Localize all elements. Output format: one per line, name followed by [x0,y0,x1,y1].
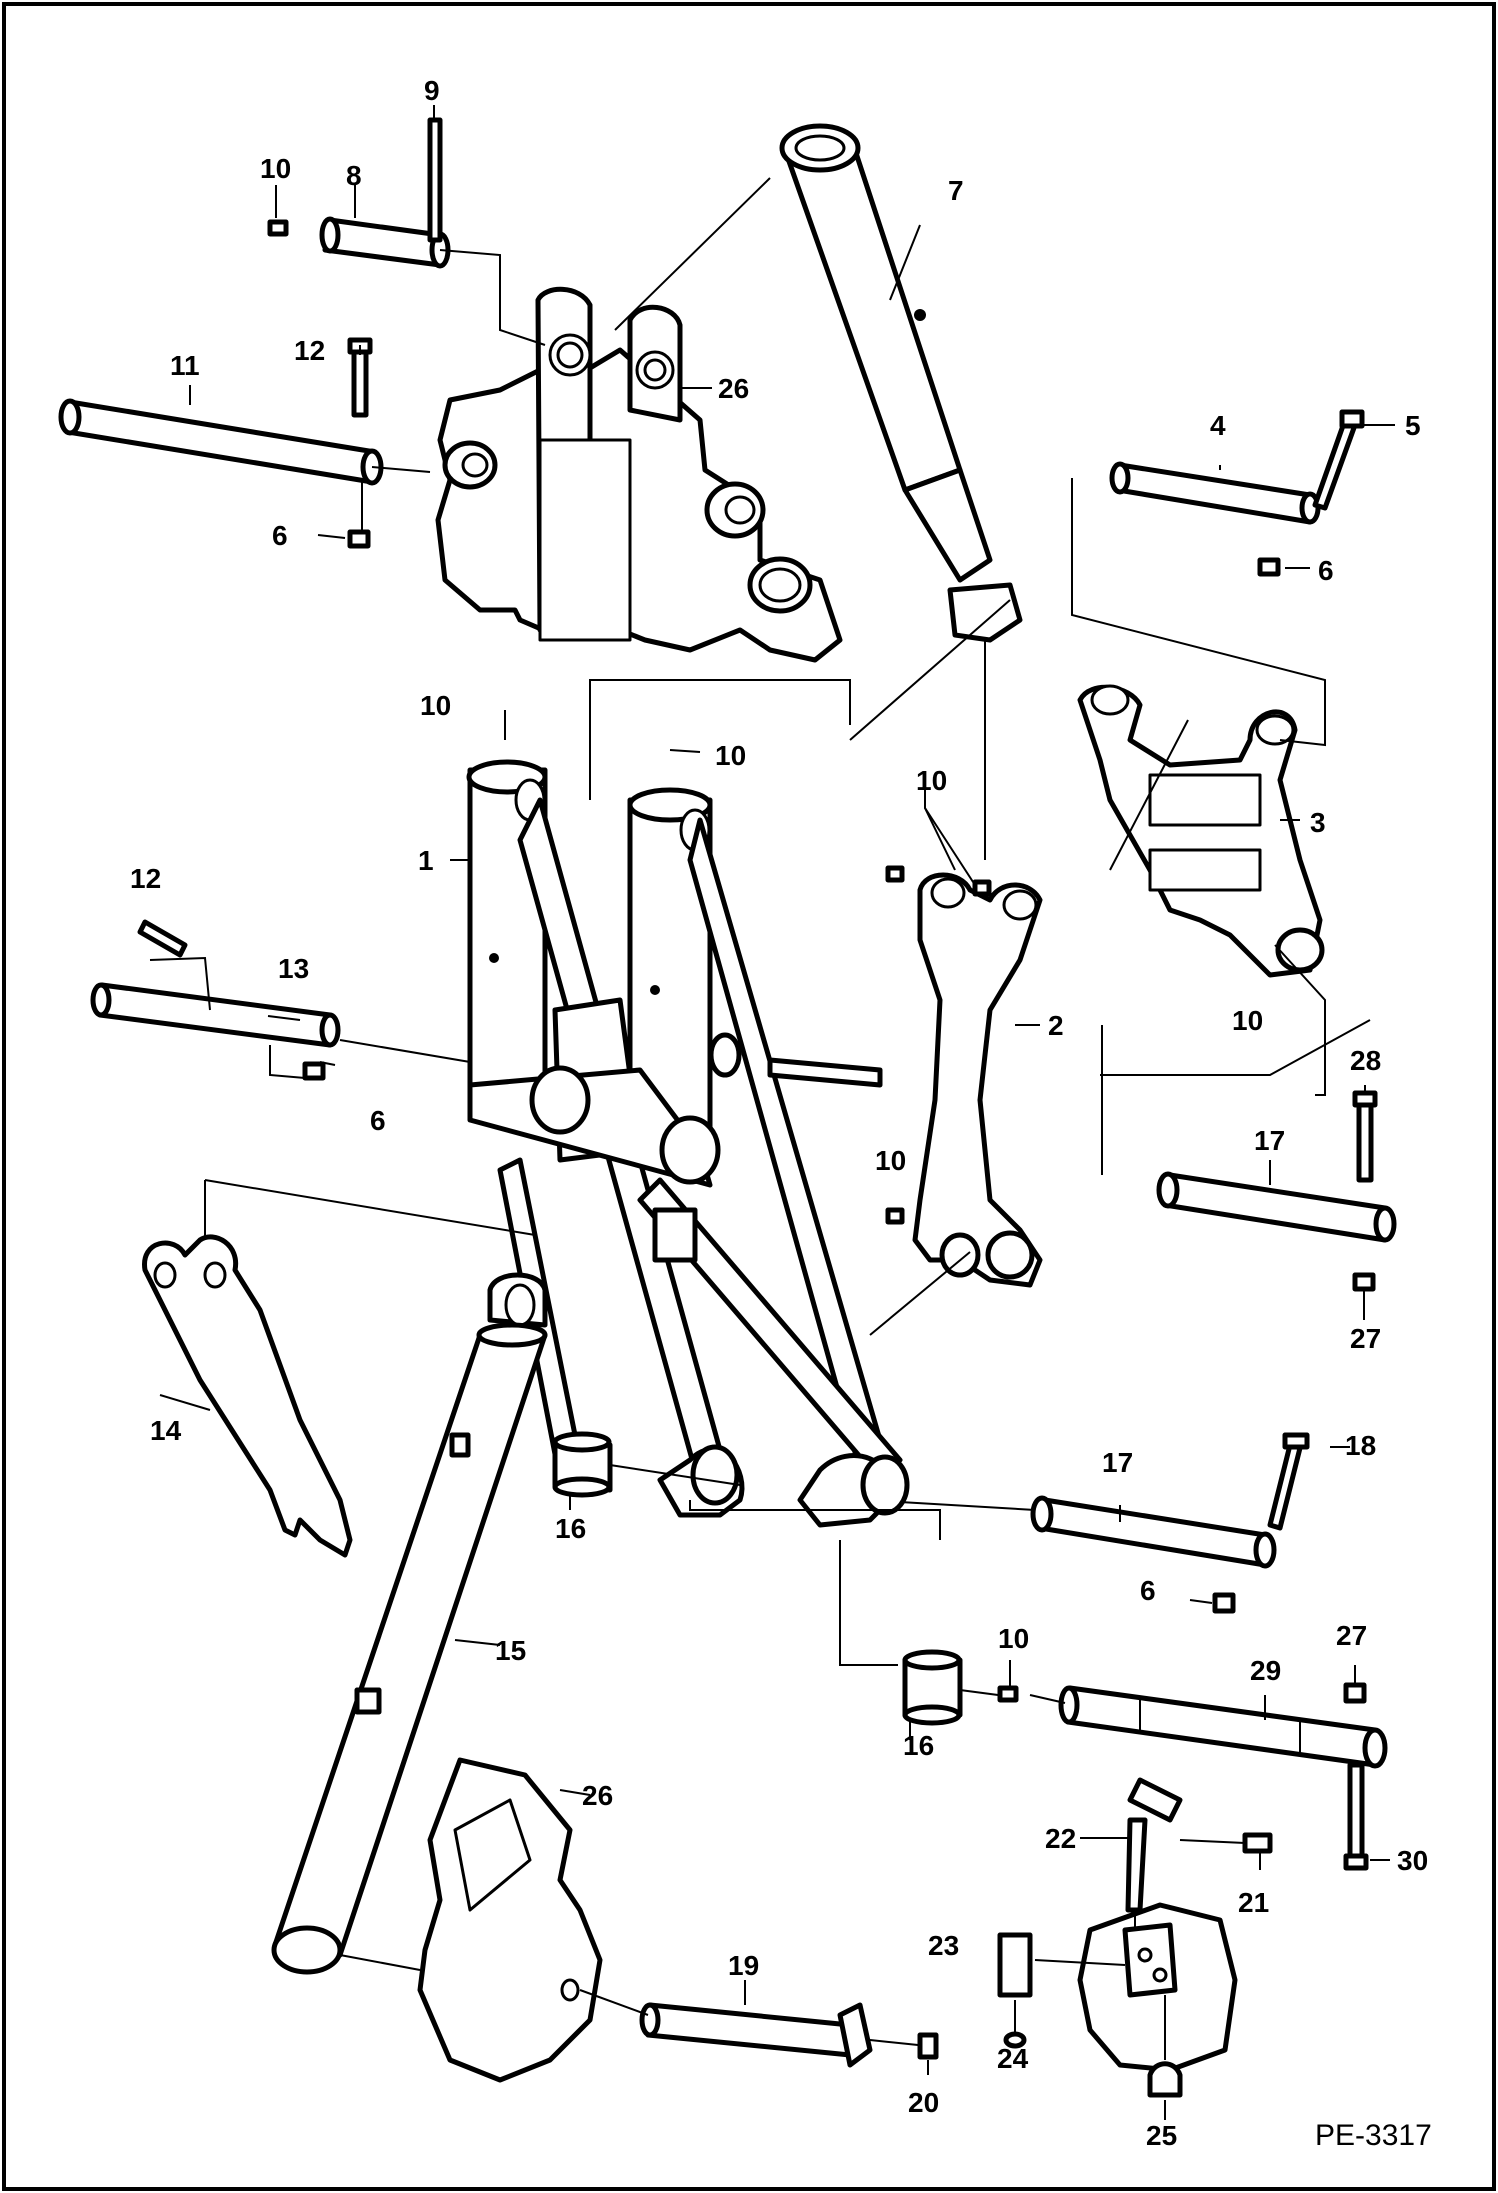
part-26-upper-mount-bracket [435,286,843,663]
callout-20: 20 [908,2087,939,2118]
callout-23: 23 [928,1930,959,1961]
part-16-bushing-b [902,1649,963,1726]
callout-25: 25 [1146,2120,1177,2151]
callout-27-a: 27 [1350,1323,1381,1354]
callout-10-g: 10 [998,1623,1029,1654]
part-27-nut-b [1343,1682,1367,1704]
callout-1: 1 [418,845,434,876]
callout-6-d: 6 [1140,1575,1156,1606]
part-22-latch-pin-handle [1127,1777,1183,1823]
part-5-bolt-head [1339,409,1365,429]
callout-9: 9 [424,75,440,106]
part-1-swing-frame [466,759,910,1528]
callout-16-b: 16 [903,1730,934,1761]
part-20-bolt [917,2032,939,2060]
part-16-bushing-a [552,1431,613,1498]
part-19-pin [639,2002,873,2068]
part-3-link [1077,684,1325,978]
part-6-nut-b [1257,557,1281,577]
part-17-pin-a [1156,1171,1397,1243]
callout-27-b: 27 [1336,1620,1367,1651]
part-9-roll-pin [427,117,443,243]
callout-7: 7 [948,175,964,206]
callout-26-b: 26 [582,1780,613,1811]
part-2-connecting-link [885,865,1043,1288]
part-13-pin [90,982,341,1048]
part-18-bolt [1267,1442,1303,1531]
part-28-bolt [1356,1097,1374,1183]
callout-10-f: 10 [875,1145,906,1176]
part-27-nut-a [1352,1272,1376,1292]
callout-18: 18 [1345,1430,1376,1461]
callout-2: 2 [1048,1010,1064,1041]
callout-14: 14 [150,1415,182,1446]
callout-19: 19 [728,1950,759,1981]
part-10-grease-fitting-a [267,219,289,237]
part-18-bolt-head [1282,1432,1310,1450]
callout-8: 8 [346,160,362,191]
callout-13: 13 [278,953,309,984]
part-29-pin [1058,1685,1388,1769]
callout-12-a: 12 [294,335,325,366]
callout-10-a: 10 [260,153,291,184]
callout-22: 22 [1045,1823,1076,1854]
callout-5: 5 [1405,410,1421,441]
part-26-lower-bracket [417,1757,603,2083]
part-6-nut-d [1212,1592,1236,1614]
callout-12-b: 12 [130,863,161,894]
part-latch-mount-plate [1077,1902,1238,2073]
leader-lines [149,105,1395,2120]
part-4-pin [1109,461,1321,525]
part-23-spring [997,1932,1033,1998]
callout-6-c: 6 [370,1105,386,1136]
callout-6-a: 6 [272,520,288,551]
part-30-bolt [1347,1762,1365,1863]
part-17-pin-b [1030,1495,1277,1569]
callout-17-a: 17 [1254,1125,1285,1156]
callout-10-d: 10 [916,765,947,796]
callout-26-a: 26 [718,373,749,404]
reference-code: PE-3317 [1315,2119,1432,2152]
part-6-nut-a [347,529,371,549]
part-22-latch-pin [1125,1817,1148,1913]
part-25-knob [1147,2061,1183,2098]
callout-17-b: 17 [1102,1447,1133,1478]
callout-10-b: 10 [420,690,451,721]
part-5-bolt [1312,417,1358,511]
callout-10-c: 10 [715,740,746,771]
callout-15: 15 [495,1635,526,1666]
part-30-bolt-head [1343,1853,1369,1871]
part-12-bolt-b [137,919,188,958]
callout-16-a: 16 [555,1513,586,1544]
part-12-bolt-a [351,342,369,418]
part-21-cap [1242,1832,1273,1854]
part-10-grease-fitting-b [997,1685,1019,1703]
callout-30: 30 [1397,1845,1428,1876]
callout-29: 29 [1250,1655,1281,1686]
callout-21: 21 [1238,1887,1269,1918]
callout-10-e: 10 [1232,1005,1263,1036]
part-7-swing-cylinder [779,123,1023,643]
callout-24: 24 [997,2043,1029,2074]
callout-4: 4 [1210,410,1226,441]
callout-3: 3 [1310,807,1326,838]
callout-11: 11 [170,350,200,381]
part-11-long-pin [58,398,384,486]
part-6-nut-c [302,1061,326,1081]
callout-28: 28 [1350,1045,1381,1076]
part-15-boom-cylinder [271,1272,548,1975]
part-14-guard [142,1234,353,1558]
callout-6-b: 6 [1318,555,1334,586]
